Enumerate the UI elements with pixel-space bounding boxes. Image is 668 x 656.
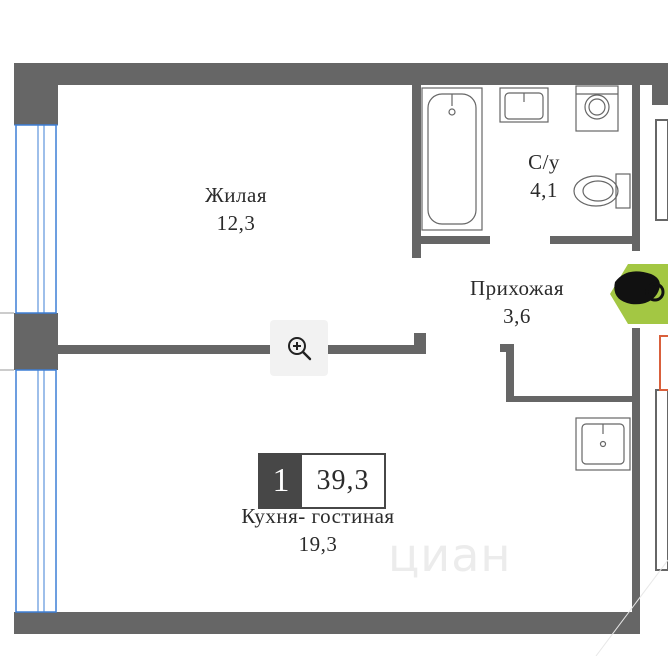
left-window-bottom: [14, 369, 58, 613]
zoom-in-icon: [288, 337, 312, 361]
room-living: Жилая 12,3: [176, 181, 296, 237]
bathroom-sink: [499, 87, 549, 123]
right-external-walls: [652, 85, 668, 571]
room-kitchen-living-area: 19,3: [298, 532, 338, 556]
apartment-summary-badge: 1 39,3: [258, 453, 386, 509]
entrance-marker-icon: [610, 264, 668, 324]
toilet: [573, 173, 631, 209]
total-area: 39,3: [316, 465, 370, 496]
left-window-top: [14, 124, 58, 314]
room-hallway-area: 3,6: [503, 304, 531, 328]
room-bathroom-name: С/у: [528, 150, 560, 174]
zoom-button[interactable]: [270, 320, 328, 376]
washing-machine: [575, 85, 619, 132]
cian-watermark: циан: [388, 528, 512, 582]
bathtub: [421, 87, 483, 231]
room-count: 1: [260, 455, 302, 507]
room-living-area: 12,3: [216, 211, 256, 235]
room-bathroom: С/у 4,1: [506, 148, 582, 204]
room-hallway-name: Прихожая: [469, 276, 565, 300]
room-bathroom-area: 4,1: [530, 178, 558, 202]
room-hallway: Прихожая 3,6: [452, 274, 582, 330]
room-living-name: Жилая: [204, 183, 267, 207]
interior-walls: [58, 85, 640, 402]
kitchen-sink: [575, 417, 631, 471]
